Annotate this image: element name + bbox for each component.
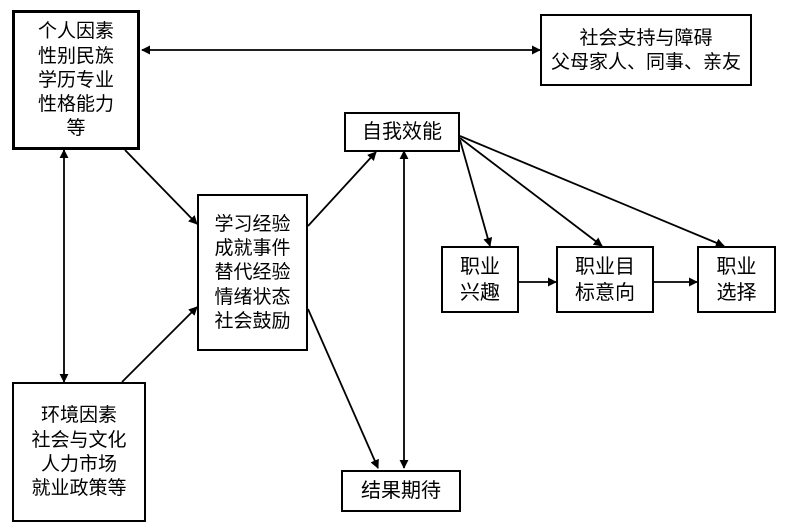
edge-personal-learning [124, 149, 198, 225]
personal-line-2: 性别民族 [37, 44, 114, 67]
edge-environment-learning [121, 306, 198, 383]
personal-factors-box: 个人因素 性别民族 学历专业 性格能力 等 [12, 10, 140, 150]
self-efficacy-label: 自我效能 [362, 119, 442, 144]
learning-line-3: 替代经验 [214, 261, 291, 284]
environment-line-2: 社会与文化 [31, 428, 127, 451]
social-line-2: 父母家人、同事、亲友 [550, 51, 741, 73]
learning-line-4: 情绪状态 [214, 285, 291, 308]
personal-line-3: 学历专业 [37, 68, 114, 91]
personal-line-5: 等 [66, 117, 86, 140]
environment-line-1: 环境因素 [40, 404, 117, 427]
learning-line-5: 社会鼓励 [214, 309, 291, 332]
self-efficacy-box: 自我效能 [344, 112, 460, 152]
learning-experience-box: 学习经验 成就事件 替代经验 情绪状态 社会鼓励 [197, 194, 308, 351]
outcome-label: 结果期待 [361, 478, 441, 503]
personal-line-4: 性格能力 [37, 93, 114, 116]
edge-efficacy-goal [459, 137, 603, 247]
edge-efficacy-choice [459, 135, 725, 248]
environment-factors-box: 环境因素 社会与文化 人力市场 就业政策等 [12, 382, 146, 522]
goal-line-2: 标意向 [575, 279, 635, 304]
career-goal-box: 职业目 标意向 [556, 246, 654, 313]
social-support-box: 社会支持与障碍 父母家人、同事、亲友 [540, 14, 752, 86]
edge-learning-efficacy [307, 151, 377, 227]
choice-line-2: 选择 [716, 279, 757, 304]
interest-line-1: 职业 [460, 253, 500, 278]
learning-line-1: 学习经验 [214, 212, 291, 235]
edge-efficacy-interest [459, 139, 493, 247]
career-choice-box: 职业 选择 [697, 246, 776, 313]
edge-learning-outcome [307, 308, 379, 469]
goal-line-1: 职业目 [575, 253, 635, 278]
social-line-1: 社会支持与障碍 [579, 26, 713, 49]
interest-line-2: 兴趣 [460, 279, 500, 304]
learning-line-2: 成就事件 [214, 237, 291, 260]
choice-line-1: 职业 [716, 253, 757, 278]
environment-line-4: 就业政策等 [31, 477, 127, 500]
outcome-expectation-box: 结果期待 [341, 470, 461, 512]
environment-line-3: 人力市场 [40, 453, 117, 475]
career-interest-box: 职业 兴趣 [441, 246, 519, 313]
personal-line-1: 个人因素 [37, 20, 114, 43]
